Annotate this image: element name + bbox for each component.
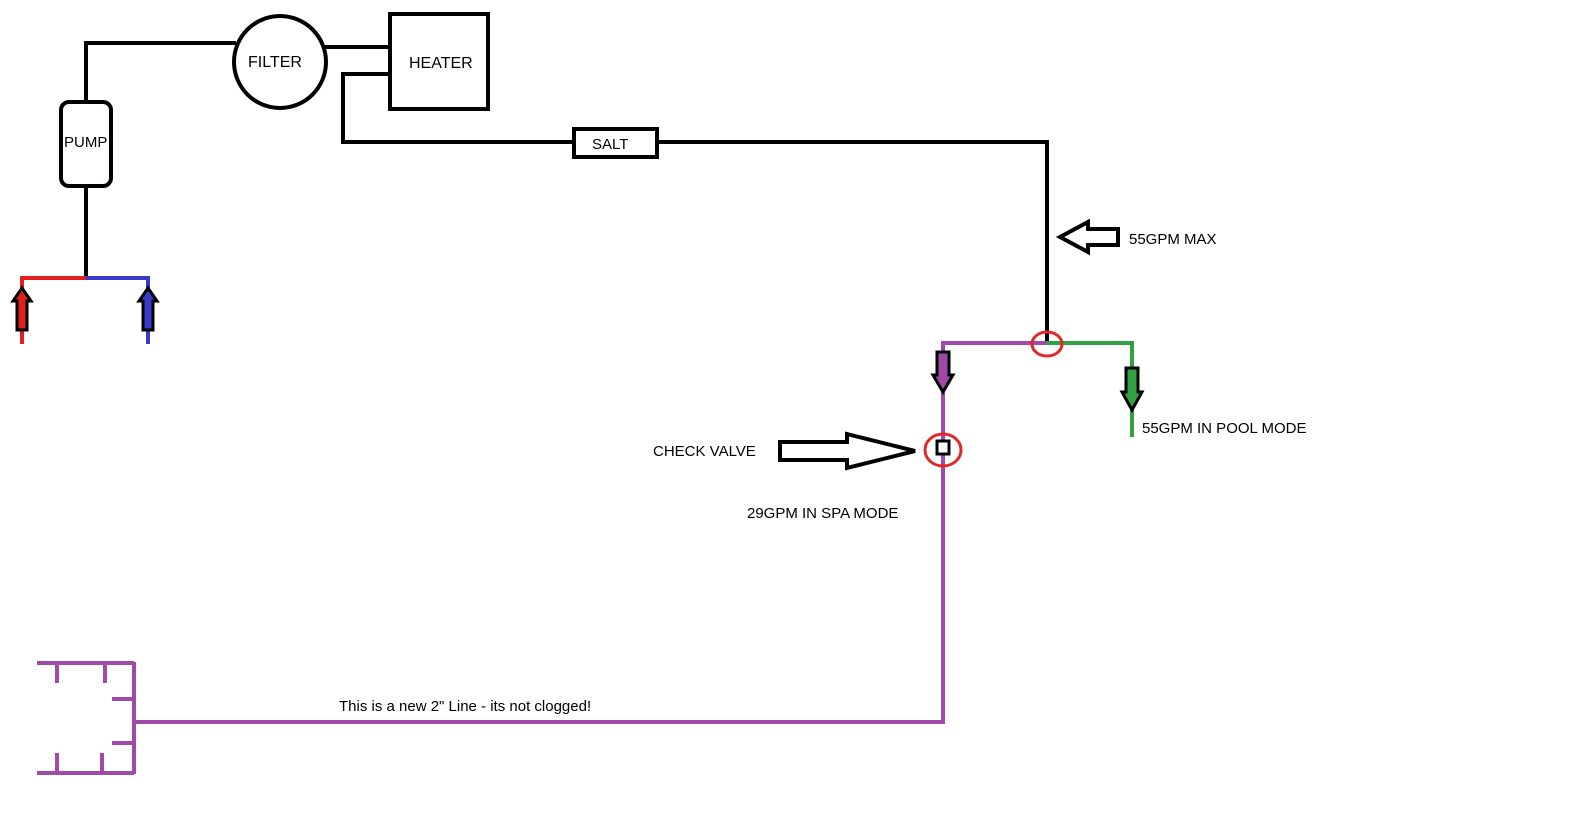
- filter: FILTER: [232, 14, 328, 110]
- spa-line: [134, 341, 1047, 724]
- heater-label: HEATER: [409, 55, 473, 72]
- arrow-up-icon: [10, 285, 34, 332]
- spa-manifold: [37, 661, 136, 775]
- suction-red-line: [20, 276, 86, 344]
- pump: PUMP: [59, 100, 113, 188]
- salt-to-return-pipe: [657, 140, 1049, 343]
- check-valve-label: CHECK VALVE: [653, 443, 756, 460]
- split-marker: [1030, 330, 1064, 358]
- arrow-right-icon: [778, 431, 916, 471]
- spa-mode-label: 29GPM IN SPA MODE: [747, 505, 898, 522]
- check-valve-marker: [923, 432, 963, 468]
- arrow-left-icon: [1055, 218, 1120, 256]
- filter-label: FILTER: [248, 54, 302, 71]
- arrow-down-icon: [1119, 366, 1145, 414]
- pump-to-filter-pipe: [84, 41, 236, 102]
- new-line-label: This is a new 2" Line - its not clogged!: [339, 698, 591, 715]
- pool-line: [1047, 341, 1134, 437]
- arrow-down-icon: [930, 350, 956, 395]
- check-valve: [935, 439, 951, 456]
- suction-blue-line: [86, 276, 150, 344]
- pump-label: PUMP: [64, 134, 107, 151]
- salt-label: SALT: [592, 136, 628, 153]
- heater: HEATER: [388, 12, 490, 111]
- max-flow-label: 55GPM MAX: [1129, 231, 1217, 248]
- arrow-up-icon: [136, 285, 160, 332]
- pool-mode-label: 55GPM IN POOL MODE: [1142, 420, 1306, 437]
- main-pipe: [84, 41, 1049, 343]
- salt-cell: SALT: [572, 127, 659, 159]
- heater-to-salt-pipe: [341, 72, 574, 144]
